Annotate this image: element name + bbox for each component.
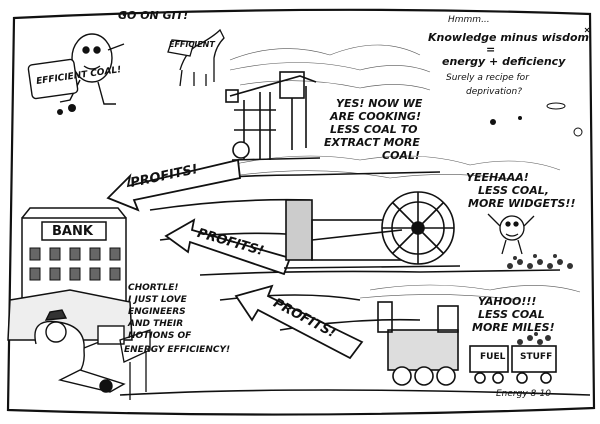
widget-pile	[507, 254, 573, 269]
banker-line-1: CHORTLE!	[128, 283, 179, 293]
banker-chair	[119, 329, 151, 400]
banker-line-4: AND THEIR	[128, 319, 184, 329]
cooking-line-5: COAL!	[382, 149, 420, 162]
musing-equals: =	[486, 43, 496, 56]
miles-line-3: MORE MILES!	[472, 321, 555, 334]
signature: Energy 8-10	[496, 389, 551, 399]
sky-clouds	[229, 44, 581, 301]
bank-building	[7, 207, 133, 341]
musing-line-3: energy + deficiency	[442, 55, 566, 68]
cooking-line-1: YES! NOW WE	[336, 97, 423, 110]
steam-engine	[283, 191, 461, 269]
widgets-line-3: MORE WIDGETS!!	[468, 197, 576, 210]
banker-line-5: NOTIONS OF	[128, 331, 192, 341]
widgets-line-1: YEEHAAA!	[466, 171, 529, 184]
coal-character	[27, 33, 125, 115]
go-on-git-text: GO ON GIT!	[118, 9, 189, 22]
widget-character	[487, 213, 535, 255]
fuel-label: FUEL	[480, 352, 506, 362]
banker-character	[34, 309, 126, 393]
banker-line-2: I JUST LOVE	[128, 295, 187, 305]
banker-line-6: ENERGY EFFICIENCY!	[124, 345, 231, 355]
musing-line-2: Knowledge minus wisdom	[428, 31, 589, 44]
cooking-line-3: LESS COAL TO	[330, 123, 418, 136]
coal-load	[517, 332, 551, 345]
musing-line-1: Hmmm...	[448, 15, 490, 25]
musing-line-4: Surely a recipe for	[446, 73, 529, 83]
widgets-line-2: LESS COAL,	[478, 184, 549, 197]
cooking-line-2: ARE COOKING!	[330, 110, 421, 123]
efficient-flag: EFFICIENT	[169, 40, 215, 49]
locomotive	[377, 301, 557, 386]
profit-arrow-3	[234, 284, 364, 360]
cartoon-border	[6, 8, 596, 416]
profit-arrow-2	[164, 218, 292, 276]
banker-line-3: ENGINEERS	[128, 307, 186, 317]
horse-character	[167, 28, 225, 87]
miles-line-1: YAHOO!!!	[478, 295, 537, 308]
musing-line-5: deprivation?	[466, 87, 523, 97]
stuff-label: STUFF	[520, 352, 553, 362]
space-objects	[490, 27, 590, 137]
profit-arrow-1	[106, 158, 241, 212]
bank-sign: BANK	[52, 224, 93, 239]
pump-jack	[225, 71, 321, 161]
cooking-line-4: EXTRACT MORE	[324, 136, 420, 149]
miles-line-2: LESS COAL	[478, 308, 545, 321]
